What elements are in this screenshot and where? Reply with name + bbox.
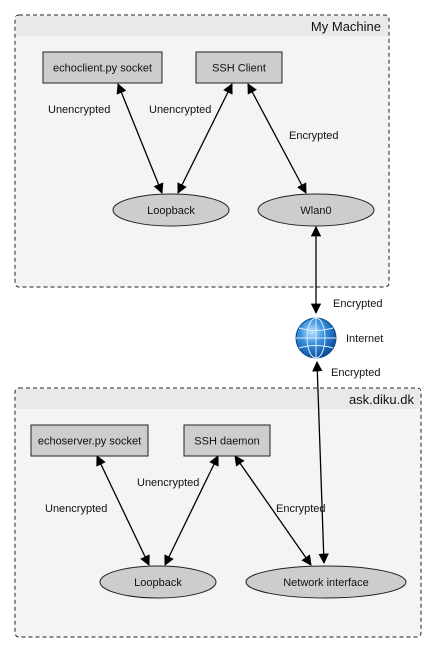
node-ssh-client: SSH Client	[195, 51, 283, 84]
edge-sshdaemon-netif	[234, 455, 312, 566]
node-wlan0: Wlan0	[257, 193, 375, 227]
node-loopback-server-label: Loopback	[134, 577, 182, 589]
node-network-interface: Network interface	[245, 565, 407, 599]
node-loopback-client: Loopback	[112, 193, 230, 227]
edge-sshclient-wlan0	[247, 83, 307, 194]
node-echoserver-socket: echoserver.py socket	[30, 424, 149, 457]
label-sshclient-loopback: Unencrypted	[149, 104, 211, 116]
edges	[96, 83, 329, 566]
label-internet-netif: Encrypted	[331, 367, 381, 379]
label-echoserver-loopback: Unencrypted	[45, 503, 107, 515]
label-sshdaemon-netif: Encrypted	[276, 503, 326, 515]
label-sshclient-wlan0: Encrypted	[289, 130, 339, 142]
globe-icon	[295, 317, 337, 359]
node-echoclient-socket-label: echoclient.py socket	[53, 63, 152, 75]
label-wlan0-internet: Encrypted	[333, 298, 383, 310]
edge-sshclient-loopback	[177, 83, 233, 194]
node-wlan0-label: Wlan0	[300, 205, 331, 217]
node-internet-label: Internet	[346, 333, 383, 345]
node-echoclient-socket: echoclient.py socket	[42, 51, 163, 84]
node-ssh-daemon-label: SSH daemon	[194, 436, 259, 448]
my-machine-title: My Machine	[311, 19, 381, 34]
node-ssh-client-label: SSH Client	[212, 63, 266, 75]
node-ssh-daemon: SSH daemon	[183, 424, 271, 457]
edge-echoclient-loopback	[116, 83, 164, 194]
node-internet: Internet	[295, 317, 383, 359]
edge-internet-netif	[312, 360, 329, 565]
node-loopback-server: Loopback	[99, 565, 217, 599]
node-echoserver-socket-label: echoserver.py socket	[38, 436, 141, 448]
node-network-interface-label: Network interface	[283, 577, 369, 589]
node-loopback-client-label: Loopback	[147, 205, 195, 217]
label-echoclient-loopback: Unencrypted	[48, 104, 110, 116]
edge-echoserver-loopback	[96, 455, 150, 566]
edge-labels: Unencrypted Unencrypted Encrypted Encryp…	[45, 104, 383, 515]
server-title: ask.diku.dk	[349, 392, 415, 407]
edge-sshdaemon-loopback	[164, 455, 219, 566]
label-sshdaemon-loopback: Unencrypted	[137, 477, 199, 489]
